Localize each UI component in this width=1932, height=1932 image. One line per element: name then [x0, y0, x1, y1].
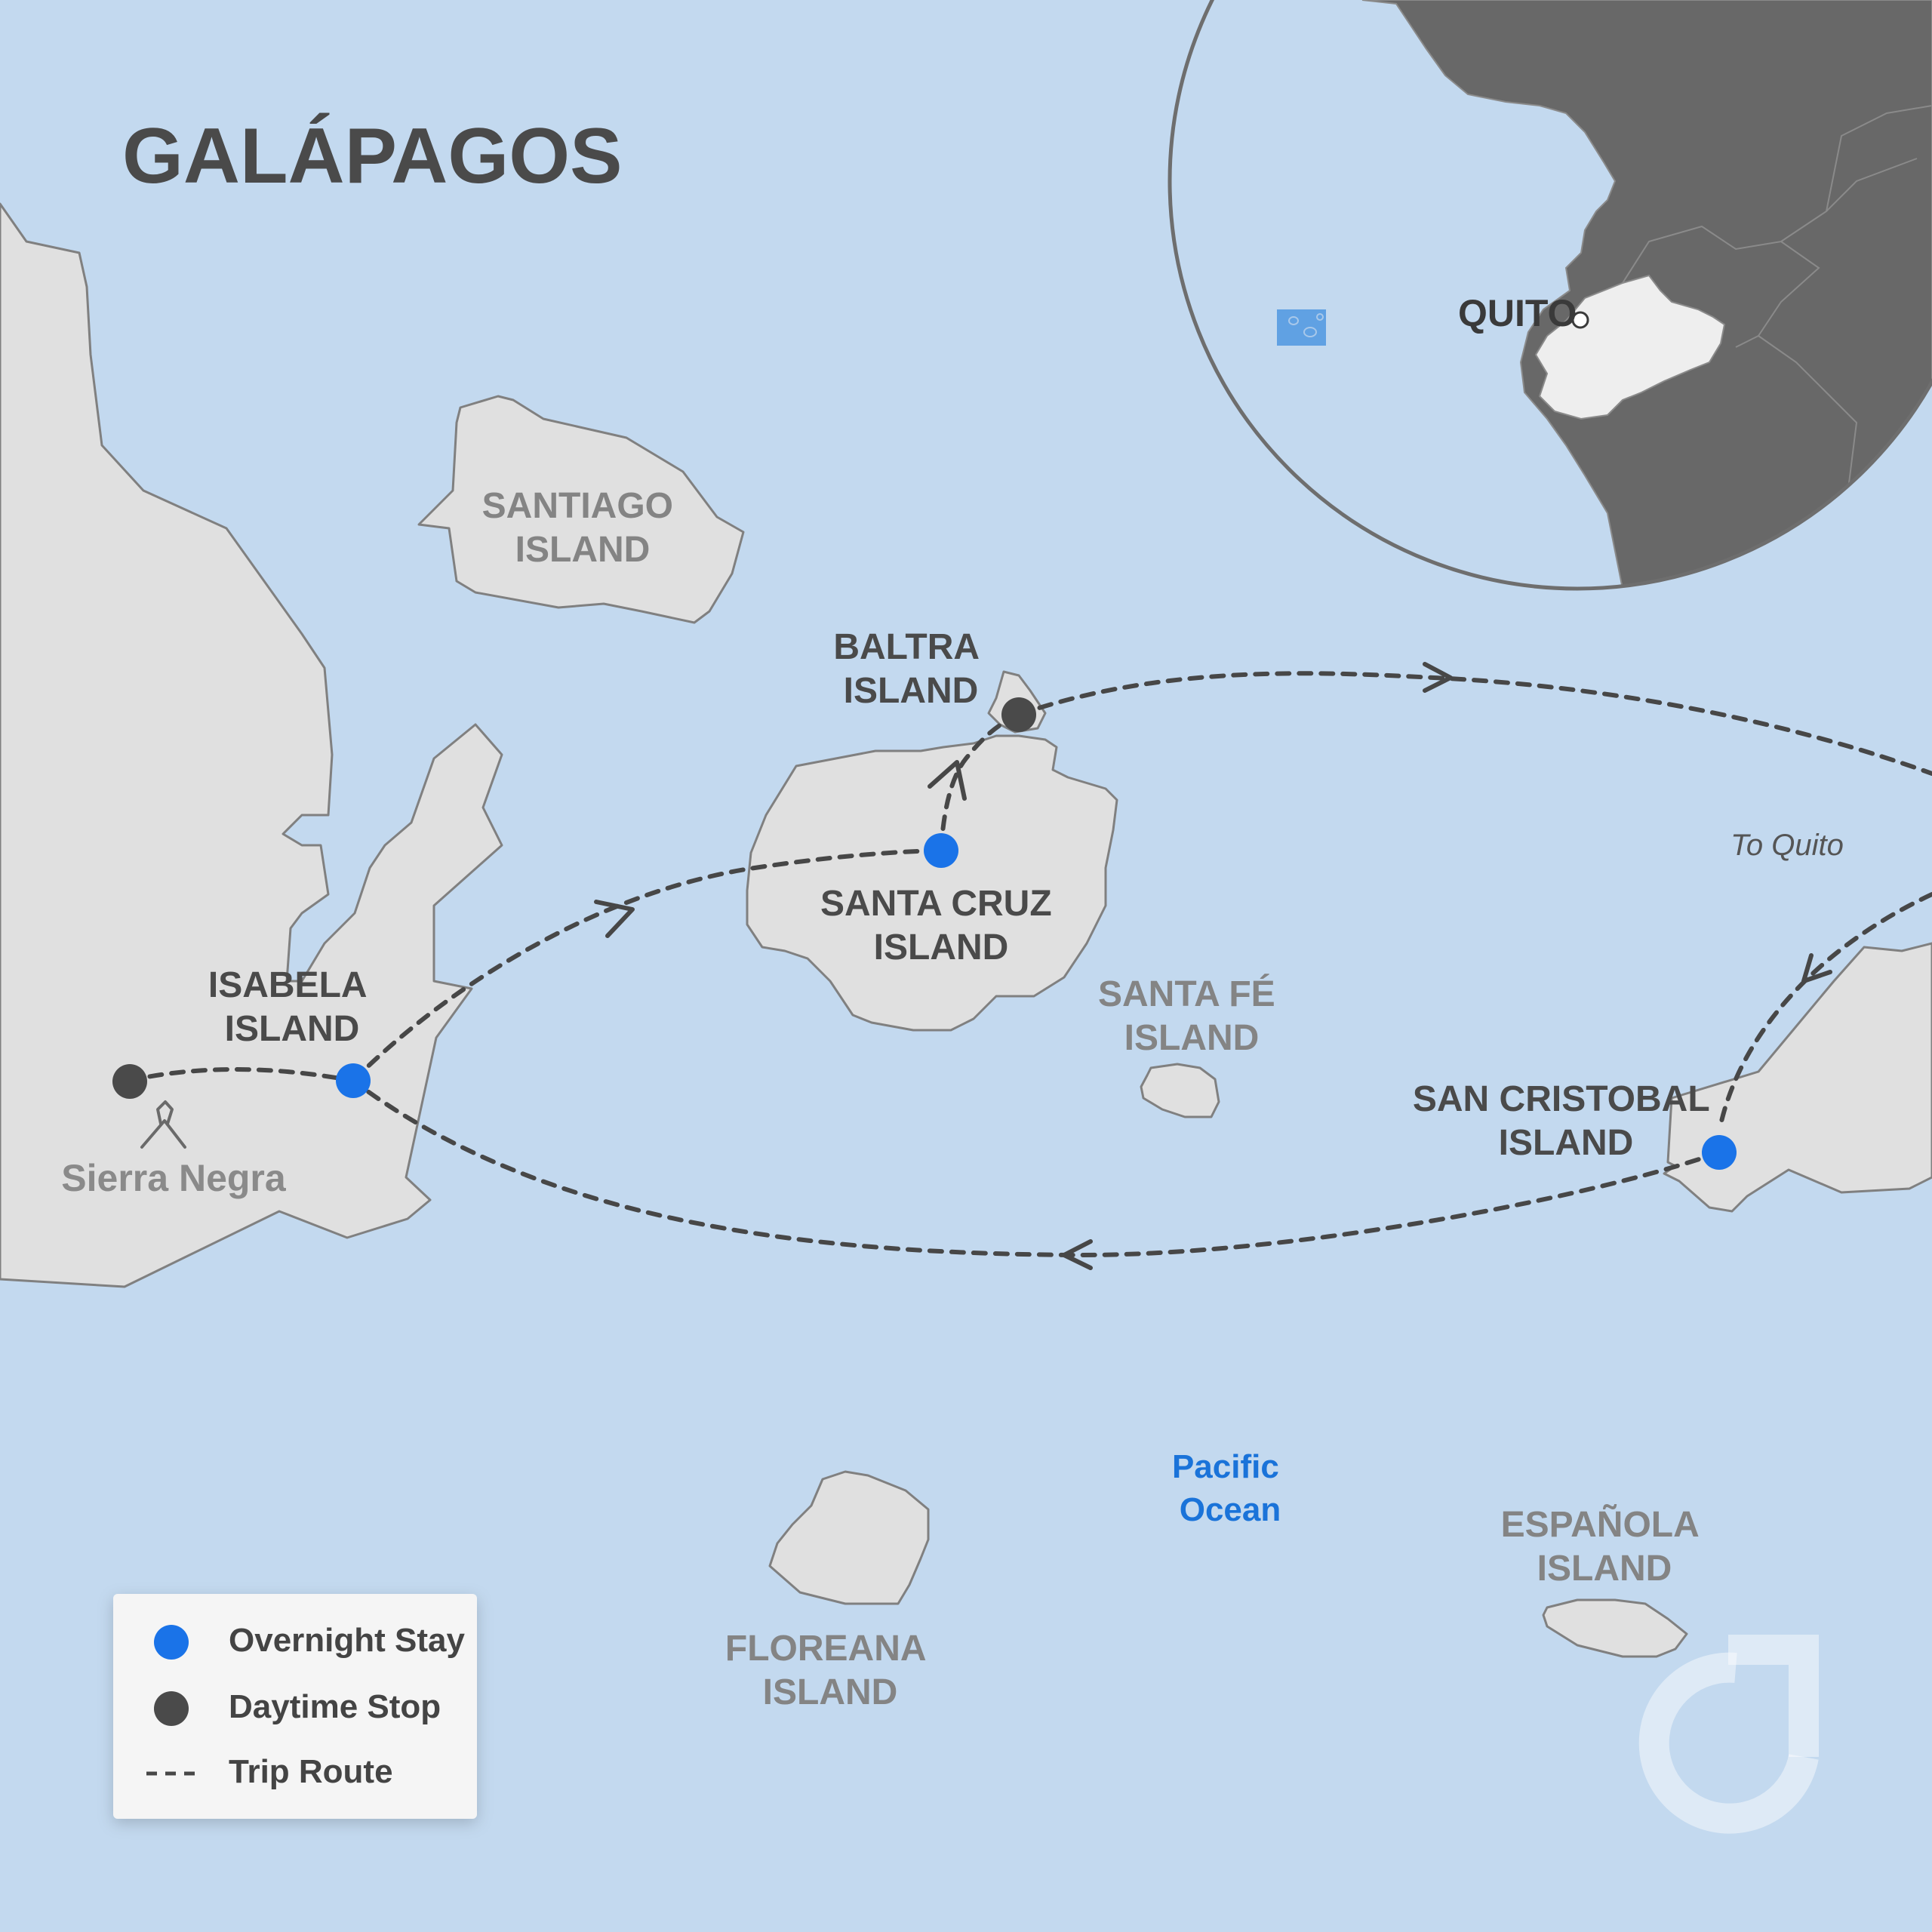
- route-quito-to-san-cristobal: [1718, 892, 1932, 1127]
- to-quito-label: To Quito: [1730, 829, 1844, 862]
- route-arrow: [928, 760, 967, 801]
- route-arrow: [1423, 662, 1453, 693]
- legend-daytime-label: Daytime Stop: [229, 1688, 441, 1725]
- santa-fe-island-shape: [1140, 1063, 1220, 1118]
- baltra-island-label: BALTRA ISLAND: [833, 627, 988, 711]
- floreana-island-label: FLOREANA ISLAND: [725, 1629, 935, 1712]
- san-cristobal-island-label: SAN CRISTOBAL ISLAND: [1413, 1079, 1719, 1163]
- santa-fe-island-label: SANTA FÉ ISLAND: [1098, 974, 1285, 1058]
- legend-overnight-label: Overnight Stay: [229, 1622, 465, 1659]
- daytime-stop-baltra: [1001, 697, 1036, 732]
- route-isabela-to-santa-cruz: [351, 848, 943, 1083]
- brand-logo: [1638, 1635, 1819, 1834]
- overnight-stop-santa-cruz: [924, 833, 958, 868]
- volcano-icon: [140, 1100, 186, 1149]
- route-arrow: [1801, 953, 1832, 983]
- santiago-island-label: SANTIAGO ISLAND: [482, 486, 684, 570]
- ecuador-shape: [1534, 274, 1726, 420]
- isabela-island-shape: [0, 202, 503, 1288]
- route-san-cristobal-to-isabela: [351, 1078, 1721, 1258]
- route-sierra-to-isabela: [126, 1067, 355, 1083]
- sierra-negra-label: Sierra Negra: [61, 1157, 287, 1199]
- floreana-island-shape: [768, 1470, 930, 1605]
- espanola-island-label: ESPAÑOLA ISLAND: [1501, 1503, 1709, 1589]
- route-baltra-to-quito: [1017, 671, 1932, 776]
- santiago-island-shape: [417, 395, 745, 624]
- galapagos-inset-islands: [1288, 313, 1324, 337]
- pacific-ocean-label: Pacific Ocean: [1172, 1448, 1288, 1528]
- page-title: GALÁPAGOS: [122, 112, 623, 200]
- border-lines: [1622, 105, 1932, 529]
- legend-overnight-marker: [154, 1625, 189, 1660]
- route-arrow: [1062, 1239, 1093, 1270]
- isabela-island-label: ISABELA ISLAND: [208, 965, 376, 1049]
- santa-cruz-island-label: SANTA CRUZ ISLAND: [820, 884, 1062, 968]
- legend-daytime-marker: [154, 1691, 189, 1726]
- daytime-stop-sierra-negra: [112, 1064, 147, 1099]
- route-arrow: [594, 900, 635, 938]
- quito-label: QUITO: [1458, 292, 1577, 334]
- espanola-island-shape: [1542, 1598, 1688, 1658]
- quito-marker: [1571, 311, 1589, 329]
- legend-route-label: Trip Route: [229, 1753, 393, 1790]
- santa-cruz-island-shape: [746, 734, 1118, 1032]
- locator-globe: QUITO: [1168, 0, 1932, 591]
- overnight-stop-isabela: [336, 1063, 371, 1098]
- legend: Overnight Stay Daytime Stop Trip Route: [113, 1594, 477, 1819]
- overnight-stop-san-cristobal: [1702, 1135, 1737, 1170]
- route-santa-cruz-to-baltra: [939, 712, 1021, 853]
